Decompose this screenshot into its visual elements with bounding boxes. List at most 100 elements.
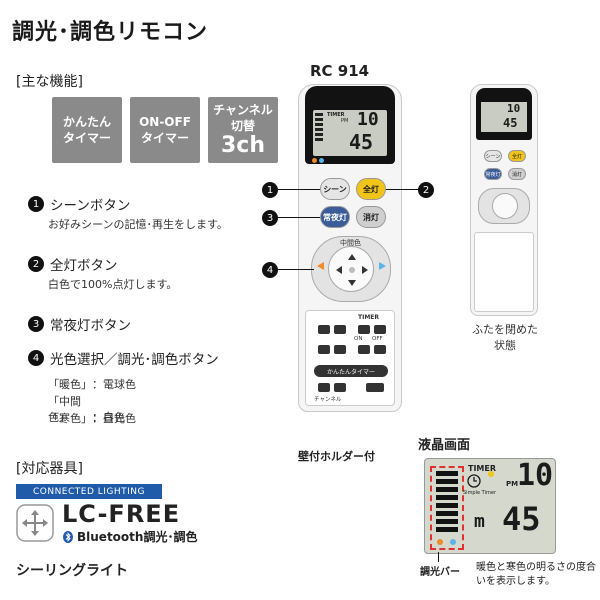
warm-indicator-icon [312, 158, 317, 163]
feature-label: 常夜灯ボタン [50, 318, 131, 334]
channel-switch-tile: チャンネル 切替 3ch [208, 97, 278, 163]
bluetooth-suffix: 調光･調色 [143, 530, 198, 544]
off-timer-up-button[interactable] [374, 325, 386, 334]
ceiling-light-label: シーリングライト [16, 563, 128, 579]
callout-1: 1 [262, 182, 278, 198]
on-timer-label: ON [354, 336, 363, 342]
wall-holder-caption: 壁付ホルダー付 [298, 450, 375, 463]
simple-timer-label: Simple Timer [463, 490, 496, 496]
tile-line: 切替 [230, 119, 255, 133]
cool-indicator-icon [319, 158, 324, 163]
closed-off-button[interactable]: 消灯 [508, 168, 526, 180]
closed-caption-line: ふたを閉めた [472, 323, 538, 336]
closed-cover [474, 232, 534, 312]
dim-bar-segment [436, 487, 458, 492]
dpad-center-icon [349, 267, 355, 273]
feature-desc: お好みシーンの記憶･再生をします。 [48, 218, 228, 231]
color-row-mid: 「中間色」 ：白色 [48, 393, 125, 425]
dpad-left-icon[interactable] [336, 266, 342, 274]
night-light-button[interactable]: 常夜灯 [320, 206, 350, 228]
dim-bar-highlight [430, 466, 464, 550]
cool-arrow-icon[interactable] [377, 262, 387, 270]
channel-button-1[interactable] [318, 325, 330, 334]
color-value: ：白色 [92, 411, 125, 424]
callout-2: 2 [418, 182, 434, 198]
bluetooth-icon [62, 531, 74, 543]
lcd-detail-pm: PM [506, 480, 519, 488]
dpad-up-icon[interactable] [348, 254, 356, 260]
channel-select-button[interactable] [318, 383, 330, 392]
feature-scene: 1 シーンボタン [28, 194, 130, 214]
easy-timer-button[interactable]: かんたんタイマー [314, 365, 388, 377]
lcd-heading: 液晶画面 [418, 438, 471, 453]
clock-icon [467, 474, 481, 488]
channel-label: チャンネル [314, 397, 342, 403]
bluetooth-word: Bluetooth [77, 530, 144, 544]
warm-dot-icon [437, 539, 443, 545]
callout-line [278, 217, 320, 218]
lc-free-logo-text: LC-FREE [62, 500, 181, 528]
scene-button[interactable]: シーン [320, 178, 350, 200]
connected-lighting-badge: CONNECTED LIGHTING [16, 484, 162, 499]
feature-label: シーンボタン [50, 198, 131, 214]
warm-arrow-icon[interactable] [316, 262, 326, 270]
dim-bar-segment [436, 503, 458, 508]
color-name: 「暖色」 [48, 378, 92, 391]
feature-night: 3 常夜灯ボタン [28, 314, 131, 334]
closed-full-button[interactable]: 全灯 [508, 150, 526, 162]
feature-number: 4 [28, 350, 44, 366]
color-value: ：電球色 [92, 378, 136, 391]
on-timer-up-button[interactable] [358, 325, 370, 334]
reset-button[interactable] [334, 383, 346, 392]
feature-label: 光色選択／調光･調色ボタン [50, 352, 219, 368]
closed-night-button[interactable]: 常夜灯 [484, 168, 502, 180]
feature-full: 2 全灯ボタン [28, 254, 118, 274]
closed-lcd-minute: 45 [503, 116, 518, 130]
lcd-detail-minute: 45 [502, 500, 541, 538]
channel-button-4[interactable] [334, 345, 346, 354]
lcd-detail-hour: 10 [517, 458, 554, 493]
features-heading: [主な機能] [16, 74, 83, 90]
closed-dpad[interactable] [492, 193, 518, 219]
color-name: 「中間色」 [48, 395, 81, 424]
tile-line: チャンネル [213, 103, 273, 117]
lcd-detail-timer: TIMER [468, 464, 497, 473]
dimming-dpad[interactable] [328, 246, 374, 292]
dpad-down-icon[interactable] [348, 280, 356, 286]
channel-button-3[interactable] [318, 345, 330, 354]
dim-bar-segment [436, 479, 458, 484]
feature-number: 3 [28, 316, 44, 332]
on-off-timer-tile: ON-OFF タイマー [130, 97, 200, 163]
tile-line: タイマー [62, 131, 111, 145]
dim-bar-segment [436, 471, 458, 476]
callout-line [278, 189, 320, 190]
closed-remote-lcd: 10 45 [481, 102, 527, 132]
feature-label: 全灯ボタン [50, 258, 118, 274]
off-button[interactable]: 消灯 [356, 206, 386, 228]
closed-caption: ふたを閉めた 状態 [470, 322, 540, 354]
dim-bar-label: 調光バー [420, 567, 460, 578]
model-number: RC 914 [310, 62, 370, 80]
color-row-warm: 「暖色」：電球色 [48, 376, 136, 392]
lc-free-logo-icon [16, 504, 54, 542]
off-timer-down-button[interactable] [374, 345, 386, 354]
feature-number: 2 [28, 256, 44, 272]
dim-bar-pointer [438, 552, 439, 562]
timer-cancel-button[interactable] [366, 383, 384, 392]
dpad-right-icon[interactable] [362, 266, 368, 274]
lcd-detail-min-unit: m [474, 511, 485, 532]
dim-bar-segment [436, 511, 458, 516]
closed-scene-button[interactable]: シーン [484, 150, 502, 162]
color-name: 「寒色」 [48, 412, 92, 425]
on-timer-down-button[interactable] [358, 345, 370, 354]
cover-timer-label: TIMER [358, 314, 380, 321]
feature-desc: 白色で100%点灯します。 [48, 278, 178, 291]
dim-bar-segment [436, 495, 458, 500]
dim-bar-segment [436, 519, 458, 524]
compatible-heading: [対応器具] [16, 461, 83, 477]
channel-button-2[interactable] [334, 325, 346, 334]
full-light-button[interactable]: 全灯 [356, 178, 386, 200]
lcd-timer-label: TIMER [327, 112, 345, 118]
page-title: 調光･調色リモコン [12, 20, 209, 45]
tile-line: かんたん [62, 115, 111, 129]
